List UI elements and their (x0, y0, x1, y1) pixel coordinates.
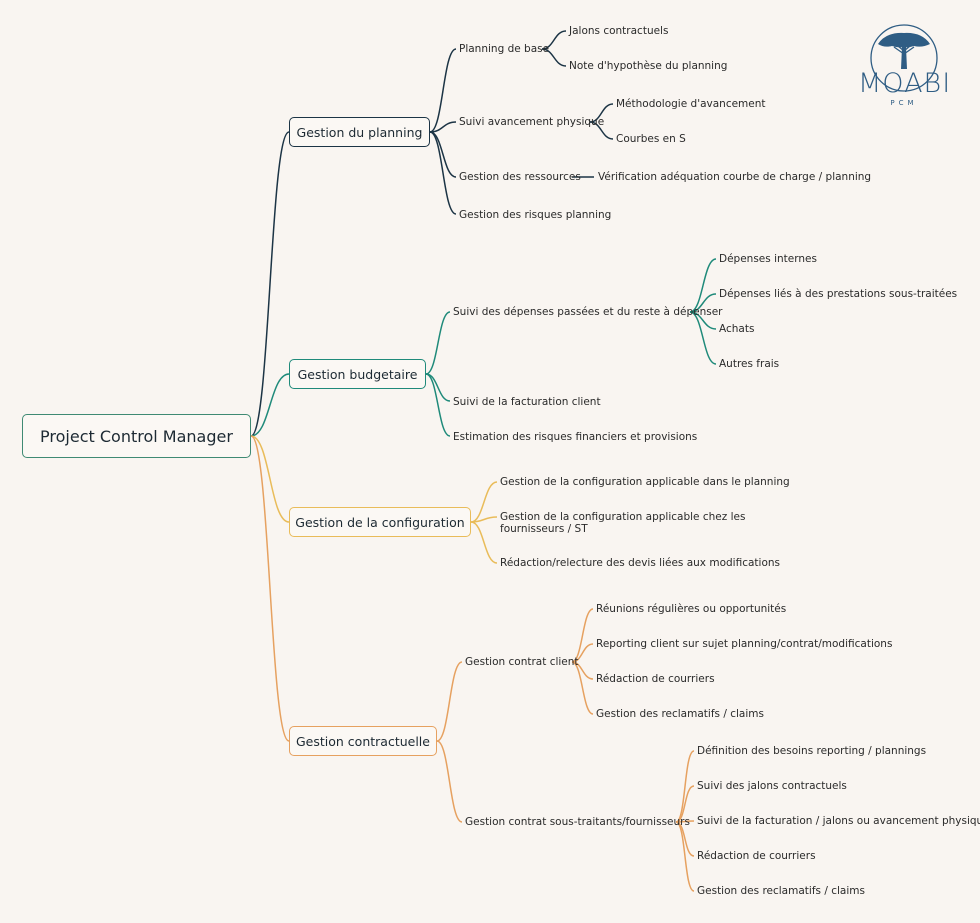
topic-contrat-sous-traitants[interactable]: Gestion contrat sous-traitants/fournisse… (465, 816, 690, 828)
branch-config-label: Gestion de la configuration (295, 514, 465, 530)
topic-redaction-devis[interactable]: Rédaction/relecture des devis liées aux … (500, 557, 780, 569)
subtopic-reclamatifs-st[interactable]: Gestion des reclamatifs / claims (697, 885, 865, 897)
subtopic-suivi-facturation[interactable]: Suivi de la facturation / jalons ou avan… (697, 815, 980, 827)
connector-line-1 (250, 373, 290, 437)
connector-line-20 (470, 481, 498, 523)
connector-line-23 (436, 661, 463, 742)
branch-budget-node[interactable]: Gestion budgetaire (289, 359, 426, 389)
branch-planning-label: Gestion du planning (296, 124, 423, 140)
connector-line-11 (589, 121, 614, 140)
connector-line-25 (571, 608, 594, 663)
root-label: Project Control Manager (40, 426, 233, 446)
subtopic-note-hypothese[interactable]: Note d'hypothèse du planning (569, 60, 728, 72)
connector-line-4 (429, 48, 457, 133)
connector-line-19 (689, 311, 717, 365)
connector-line-13 (425, 311, 451, 375)
connector-line-3 (250, 435, 290, 742)
moabi-logo: MOABI PCM (858, 24, 950, 114)
subtopic-besoins-reporting[interactable]: Définition des besoins reporting / plann… (697, 745, 927, 757)
subtopic-verification-adequation[interactable]: Vérification adéquation courbe de charge… (598, 171, 872, 183)
subtopic-methodologie[interactable]: Méthodologie d'avancement (616, 98, 766, 110)
connector-line-15 (425, 373, 451, 437)
topic-risques-financiers[interactable]: Estimation des risques financiers et pro… (453, 431, 698, 443)
subtopic-depenses-internes[interactable]: Dépenses internes (719, 253, 817, 265)
mindmap-connectors (250, 30, 717, 892)
subtopic-jalons-contractuels[interactable]: Jalons contractuels (569, 25, 669, 37)
subtopic-reunions[interactable]: Réunions régulières ou opportunités (596, 603, 787, 615)
connector-line-14 (425, 373, 451, 402)
logo-wordmark: MOABI (858, 68, 952, 99)
subtopic-achats[interactable]: Achats (719, 323, 755, 335)
root-node[interactable]: Project Control Manager (22, 414, 251, 458)
connector-line-24 (436, 740, 463, 823)
connector-line-10 (589, 103, 614, 123)
branch-contract-label: Gestion contractuelle (296, 733, 430, 749)
connector-line-17 (689, 293, 717, 313)
connector-line-16 (689, 258, 717, 313)
connector-line-26 (571, 643, 594, 663)
topic-risques-planning[interactable]: Gestion des risques planning (459, 209, 612, 221)
topic-suivi-avancement[interactable]: Suivi avancement physique (459, 116, 605, 128)
branch-budget-label: Gestion budgetaire (297, 366, 418, 382)
connector-line-5 (429, 121, 457, 133)
topic-planning-de-base[interactable]: Planning de base (459, 43, 550, 55)
connector-line-33 (675, 821, 695, 892)
subtopic-depenses-sous-traitees[interactable]: Dépenses liés à des prestations sous-tra… (719, 288, 958, 300)
connector-line-30 (675, 785, 695, 823)
topic-config-planning[interactable]: Gestion de la configuration applicable d… (500, 476, 790, 488)
tree-logo-icon (870, 24, 938, 110)
connector-line-22 (470, 521, 498, 564)
branch-config-node[interactable]: Gestion de la configuration (289, 507, 471, 537)
connector-line-9 (541, 48, 567, 67)
topic-gestion-ressources[interactable]: Gestion des ressources (459, 171, 581, 183)
topic-config-fournisseurs[interactable]: Gestion de la configuration applicable c… (500, 511, 746, 535)
subtopic-courbes-en-s[interactable]: Courbes en S (616, 133, 686, 145)
topic-contrat-client[interactable]: Gestion contrat client (465, 656, 579, 668)
subtopic-suivi-jalons[interactable]: Suivi des jalons contractuels (697, 780, 847, 792)
connector-line-0 (250, 131, 290, 437)
subtopic-redaction-courriers-st[interactable]: Rédaction de courriers (697, 850, 816, 862)
subtopic-reporting-client[interactable]: Reporting client sur sujet planning/cont… (596, 638, 893, 650)
subtopic-autres-frais[interactable]: Autres frais (719, 358, 780, 370)
branch-planning-node[interactable]: Gestion du planning (289, 117, 430, 147)
connector-line-7 (429, 131, 457, 215)
topic-facturation-client[interactable]: Suivi de la facturation client (453, 396, 601, 408)
branch-contract-node[interactable]: Gestion contractuelle (289, 726, 437, 756)
subtopic-redaction-courriers-client[interactable]: Rédaction de courriers (596, 673, 715, 685)
logo-subtitle: PCM (890, 99, 918, 107)
connector-line-8 (541, 30, 567, 50)
connector-line-21 (470, 516, 498, 523)
subtopic-reclamatifs-client[interactable]: Gestion des reclamatifs / claims (596, 708, 764, 720)
topic-suivi-depenses[interactable]: Suivi des dépenses passées et du reste à… (453, 306, 723, 318)
connector-line-28 (571, 661, 594, 715)
connector-line-2 (250, 435, 290, 523)
